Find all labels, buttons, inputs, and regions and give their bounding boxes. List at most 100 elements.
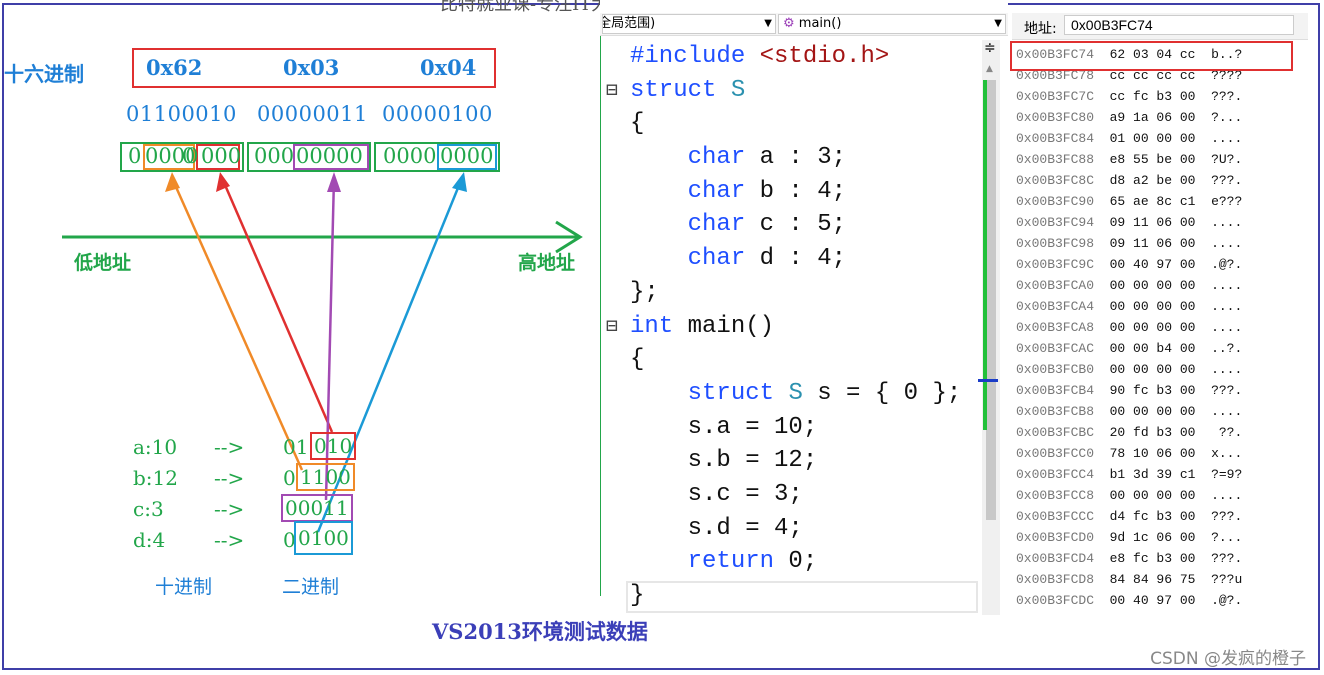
memory-row[interactable]: 0x00B3FCC0 78 10 06 00 x... xyxy=(1016,443,1306,464)
memory-row[interactable]: 0x00B3FCD0 9d 1c 06 00 ?... xyxy=(1016,527,1306,548)
code-line[interactable]: char d : 4; xyxy=(606,242,978,276)
memory-ascii: .... xyxy=(1211,362,1243,377)
code-line[interactable]: s.b = 12; xyxy=(606,444,978,478)
memory-bytes[interactable]: 00 00 b4 00 xyxy=(1109,341,1196,356)
memory-row[interactable]: 0x00B3FCB0 00 00 00 00 .... xyxy=(1016,359,1306,380)
memory-bytes[interactable]: e8 55 be 00 xyxy=(1109,152,1196,167)
code-line[interactable]: ⊟int main() xyxy=(606,310,978,344)
memory-bytes[interactable]: 20 fd b3 00 xyxy=(1109,425,1196,440)
memory-bytes[interactable]: 00 00 00 00 xyxy=(1109,278,1196,293)
scope-dropdown[interactable]: (全局范围) ▼ xyxy=(602,14,776,34)
memory-bytes[interactable]: a9 1a 06 00 xyxy=(1109,110,1196,125)
code-token: <stdio.h> xyxy=(759,43,890,70)
code-line[interactable]: s.d = 4; xyxy=(606,512,978,546)
memory-row[interactable]: 0x00B3FCB4 90 fc b3 00 ???. xyxy=(1016,380,1306,401)
indent xyxy=(630,211,688,238)
code-line[interactable]: }; xyxy=(606,276,978,310)
memory-bytes[interactable]: cc cc cc cc xyxy=(1109,68,1196,83)
memory-row[interactable]: 0x00B3FC80 a9 1a 06 00 ?... xyxy=(1016,107,1306,128)
memory-bytes[interactable]: 00 40 97 00 xyxy=(1109,257,1196,272)
memory-bytes[interactable]: 65 ae 8c c1 xyxy=(1109,194,1196,209)
field-a-name: a:10 xyxy=(133,435,178,459)
memory-row[interactable]: 0x00B3FCD8 84 84 96 75 ???u xyxy=(1016,569,1306,590)
memory-row[interactable]: 0x00B3FCC4 b1 3d 39 c1 ?=9? xyxy=(1016,464,1306,485)
memory-row[interactable]: 0x00B3FCA4 00 00 00 00 .... xyxy=(1016,296,1306,317)
memory-bytes[interactable]: 00 00 00 00 xyxy=(1109,488,1196,503)
memory-bytes[interactable]: 62 03 04 cc xyxy=(1109,47,1196,62)
memory-row[interactable]: 0x00B3FCB8 00 00 00 00 .... xyxy=(1016,401,1306,422)
code-line[interactable]: { xyxy=(606,107,978,141)
spacer xyxy=(1195,215,1211,230)
code-line[interactable]: s.a = 10; xyxy=(606,411,978,445)
memory-bytes[interactable]: 00 00 00 00 xyxy=(1109,299,1196,314)
field-b-arrow: --> xyxy=(214,466,245,490)
split-icon[interactable]: ≑ xyxy=(984,40,996,56)
code-line[interactable]: char c : 5; xyxy=(606,208,978,242)
memory-row[interactable]: 0x00B3FCA0 00 00 00 00 .... xyxy=(1016,275,1306,296)
memory-row[interactable]: 0x00B3FC8C d8 a2 be 00 ???. xyxy=(1016,170,1306,191)
memory-bytes[interactable]: cc fc b3 00 xyxy=(1109,89,1196,104)
memory-bytes[interactable]: 84 84 96 75 xyxy=(1109,572,1196,587)
memory-row[interactable]: 0x00B3FC74 62 03 04 cc b..? xyxy=(1016,44,1306,65)
memory-address: 0x00B3FC90 xyxy=(1016,194,1095,209)
memory-row[interactable]: 0x00B3FCAC 00 00 b4 00 ..?. xyxy=(1016,338,1306,359)
memory-row[interactable]: 0x00B3FC9C 00 40 97 00 .@?. xyxy=(1016,254,1306,275)
spacer xyxy=(1094,446,1110,461)
code-line[interactable]: ⊟ struct S xyxy=(606,74,978,108)
memory-bytes[interactable]: 00 00 00 00 xyxy=(1109,362,1196,377)
spacer xyxy=(1094,215,1110,230)
memory-row[interactable]: 0x00B3FCBC 20 fd b3 00 ??. xyxy=(1016,422,1306,443)
memory-bytes[interactable]: 09 11 06 00 xyxy=(1109,215,1196,230)
memory-row[interactable]: 0x00B3FCDC 00 40 97 00 .@?. xyxy=(1016,590,1306,611)
code-line[interactable]: s.c = 3; xyxy=(606,478,978,512)
code-line[interactable]: char a : 3; xyxy=(606,141,978,175)
spacer xyxy=(1195,131,1211,146)
fold-toggle-icon[interactable]: ⊟ xyxy=(606,315,619,339)
memory-bytes[interactable]: d8 a2 be 00 xyxy=(1109,173,1196,188)
code-line[interactable]: char b : 4; xyxy=(606,175,978,209)
memory-bytes[interactable]: 09 11 06 00 xyxy=(1109,236,1196,251)
scrollbar-thumb[interactable] xyxy=(986,80,996,520)
memory-row[interactable]: 0x00B3FCA8 00 00 00 00 .... xyxy=(1016,317,1306,338)
memory-row[interactable]: 0x00B3FC7C cc fc b3 00 ???. xyxy=(1016,86,1306,107)
code-token: struct xyxy=(630,76,731,104)
spacer xyxy=(1094,593,1110,608)
indent xyxy=(630,380,688,407)
memory-row[interactable]: 0x00B3FCD4 e8 fc b3 00 ???. xyxy=(1016,548,1306,569)
hex-value-0: 0x62 xyxy=(146,55,203,80)
spacer xyxy=(1195,383,1211,398)
memory-bytes[interactable]: 78 10 06 00 xyxy=(1109,446,1196,461)
code-token: S xyxy=(730,76,746,104)
memory-row[interactable]: 0x00B3FC88 e8 55 be 00 ?U?. xyxy=(1016,149,1306,170)
memory-row[interactable]: 0x00B3FCC8 00 00 00 00 .... xyxy=(1016,485,1306,506)
memory-bytes[interactable]: 00 00 00 00 xyxy=(1109,404,1196,419)
memory-ascii: ???. xyxy=(1211,173,1243,188)
memory-bytes[interactable]: e8 fc b3 00 xyxy=(1109,551,1196,566)
memory-row[interactable]: 0x00B3FC94 09 11 06 00 .... xyxy=(1016,212,1306,233)
memory-bytes[interactable]: 9d 1c 06 00 xyxy=(1109,530,1196,545)
memory-bytes[interactable]: b1 3d 39 c1 xyxy=(1109,467,1196,482)
memory-bytes[interactable]: 00 40 97 00 xyxy=(1109,593,1196,608)
scroll-up-icon[interactable]: ▲ xyxy=(986,64,993,74)
code-line[interactable]: { xyxy=(606,343,978,377)
memory-bytes[interactable]: 00 00 00 00 xyxy=(1109,320,1196,335)
code-line[interactable]: return 0; xyxy=(606,545,978,579)
code-line[interactable]: } xyxy=(606,579,978,613)
memory-bytes[interactable]: 01 00 00 00 xyxy=(1109,131,1196,146)
code-editor[interactable] xyxy=(600,0,1008,615)
code-line[interactable]: #include <stdio.h> xyxy=(606,40,978,74)
address-input[interactable] xyxy=(1064,15,1294,35)
memory-bytes[interactable]: 90 fc b3 00 xyxy=(1109,383,1196,398)
memory-row[interactable]: 0x00B3FC98 09 11 06 00 .... xyxy=(1016,233,1306,254)
memory-row[interactable]: 0x00B3FC78 cc cc cc cc ???? xyxy=(1016,65,1306,86)
memory-bytes[interactable]: d4 fc b3 00 xyxy=(1109,509,1196,524)
code-line[interactable]: struct S s = { 0 }; xyxy=(606,377,978,411)
memory-row[interactable]: 0x00B3FCCC d4 fc b3 00 ???. xyxy=(1016,506,1306,527)
fold-toggle-icon[interactable]: ⊟ xyxy=(606,79,619,103)
memory-row[interactable]: 0x00B3FC84 01 00 00 00 .... xyxy=(1016,128,1306,149)
function-dropdown[interactable]: ⚙ main() ▼ xyxy=(778,14,1006,34)
hex-box xyxy=(132,48,496,88)
editor-scrollbar[interactable]: ≑ ▲ xyxy=(978,40,1000,615)
memory-ascii: ?... xyxy=(1211,530,1243,545)
memory-row[interactable]: 0x00B3FC90 65 ae 8c c1 e??? xyxy=(1016,191,1306,212)
